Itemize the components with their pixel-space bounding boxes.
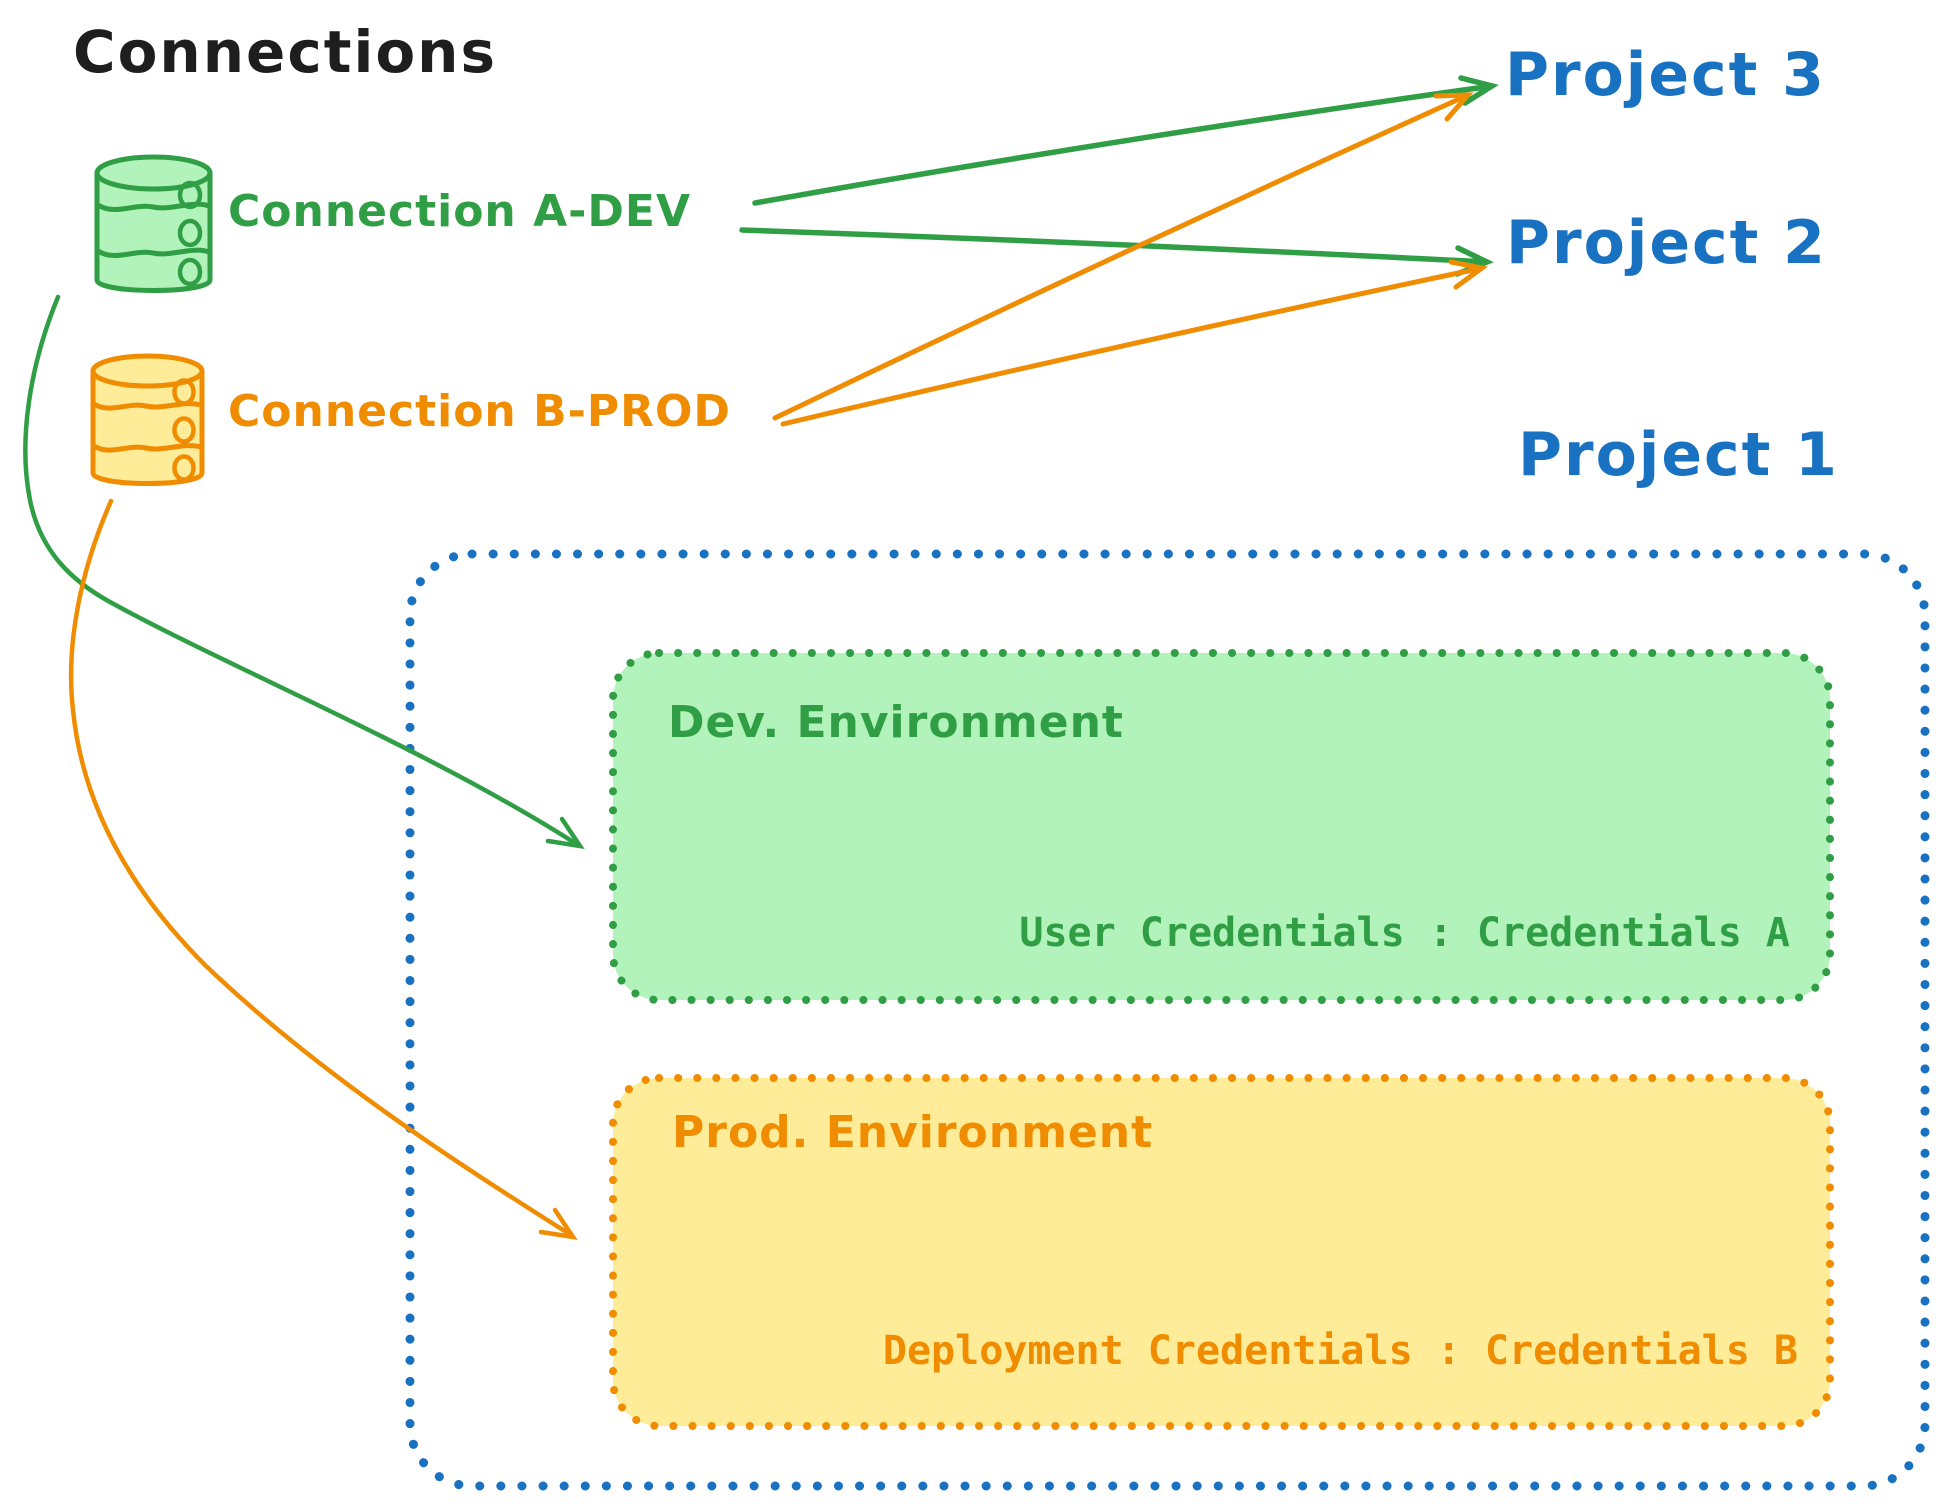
project-3-label: Project 3 — [1505, 40, 1826, 110]
arrow-b-prod-to-project-3 — [772, 92, 1474, 421]
database-icon-a-dev — [94, 154, 213, 293]
project-1-container-box — [405, 549, 1930, 1491]
project-2-label: Project 2 — [1506, 208, 1827, 278]
dev-environment-box — [609, 649, 1834, 1004]
database-icon-b-prod — [90, 353, 205, 486]
arrow-a-dev-to-project-2 — [739, 227, 1494, 277]
arrow-b-prod-to-project-2 — [780, 259, 1489, 427]
project-1-label: Project 1 — [1518, 420, 1839, 490]
connection-b-prod-label: Connection B-PROD — [228, 386, 731, 437]
arrow-b-prod-to-prod-environment — [68, 498, 578, 1241]
dev-environment-credentials-text: User Credentials : Credentials A — [1019, 910, 1790, 956]
diagram-title: Connections — [73, 18, 497, 86]
prod-environment-title: Prod. Environment — [672, 1107, 1154, 1158]
connection-a-dev-label: Connection A-DEV — [228, 186, 692, 237]
dev-environment-title: Dev. Environment — [668, 697, 1124, 748]
prod-environment-box — [609, 1074, 1834, 1430]
arrow-a-dev-to-project-3 — [752, 75, 1499, 206]
arrow-a-dev-to-dev-environment — [23, 294, 585, 850]
prod-environment-credentials-text: Deployment Credentials : Credentials B — [882, 1328, 1798, 1374]
